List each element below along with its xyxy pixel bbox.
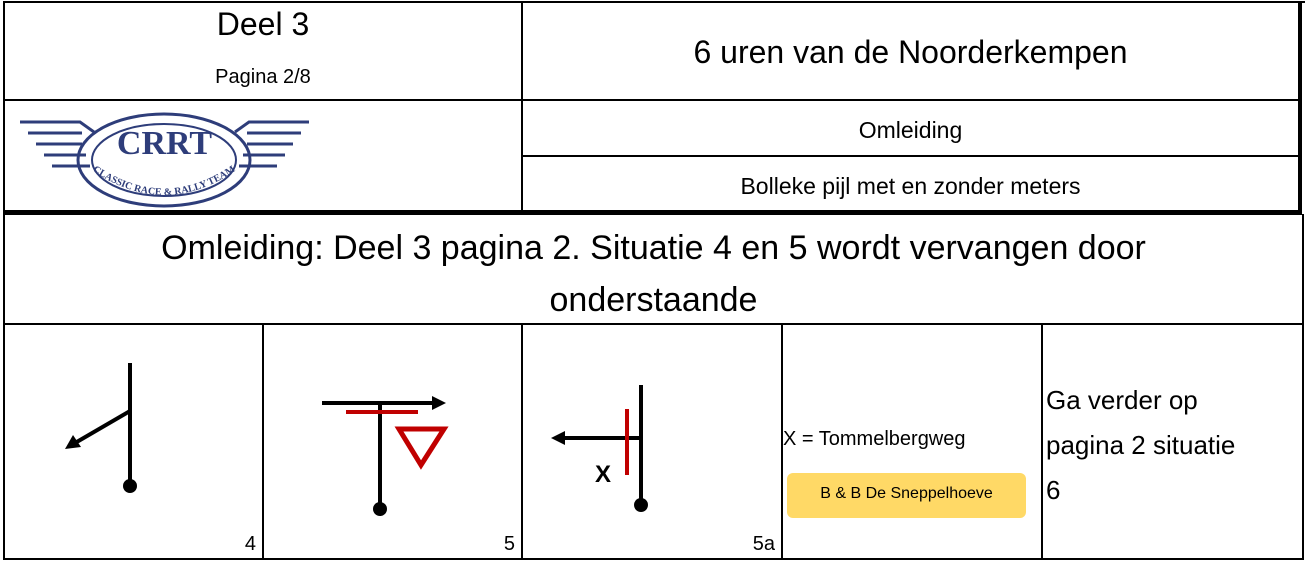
notice-bottom (3, 323, 1304, 325)
situation-4-cell: 4 (5, 325, 262, 558)
event-title: 6 uren van de Noorderkempen (693, 34, 1128, 70)
situation-number: 4 (244, 533, 256, 555)
left-border (3, 1, 5, 560)
continue-line-3: 6 (1046, 475, 1061, 505)
situation-number: 5a (752, 533, 775, 555)
crrt-logo: CLASSIC RACE & RALLY TEAM CRRT (12, 104, 317, 208)
header-bottom-thick (3, 210, 1302, 215)
col-div-4 (1041, 323, 1043, 560)
situation-number: 5 (503, 533, 515, 555)
col-div-1 (262, 323, 264, 560)
logo-ring-text: CLASSIC RACE & RALLY TEAM (91, 164, 238, 198)
street-info: X = Tommelbergweg (783, 428, 966, 450)
situation-5-diagram (322, 396, 449, 516)
continue-line-2: pagina 2 situatie (1046, 430, 1236, 460)
continue-cell: Ga verder op pagina 2 situatie 6 (1043, 325, 1302, 558)
svg-text:CLASSIC RACE & RALLY TEAM: CLASSIC RACE & RALLY TEAM (91, 164, 238, 198)
pagina-label: Pagina 2/8 (215, 66, 311, 88)
crrt-logo-graphic: CLASSIC RACE & RALLY TEAM (20, 112, 309, 208)
omleiding-label: Omleiding (858, 117, 963, 143)
situation-5-cell: 5 (264, 325, 521, 558)
right-mid-line (521, 155, 1301, 157)
notice-line-1: Omleiding: Deel 3 pagina 2. Situatie 4 e… (161, 229, 1146, 267)
continue-line-1: Ga verder op (1046, 385, 1198, 415)
notice-line-2: onderstaande (549, 281, 758, 319)
situation-5a-diagram (551, 385, 648, 512)
bottom-border (3, 558, 1304, 560)
section-subtitle: Bolleke pijl met en zonder meters (740, 173, 1081, 199)
row1-bottom (3, 99, 1301, 101)
right-border-thick (1298, 1, 1302, 215)
col-div-3 (781, 323, 783, 560)
header-divider (521, 1, 523, 214)
situation-4-diagram (65, 363, 137, 493)
crossing-marker: X (595, 461, 612, 488)
info-cell: X = Tommelbergweg B & B De Sneppelhoeve (783, 325, 1041, 558)
deel-title: Deel 3 (216, 6, 310, 42)
top-border (3, 1, 1305, 3)
logo-main-text: CRRT (116, 125, 213, 162)
right-border (1302, 214, 1304, 560)
location-badge-text: B & B De Sneppelhoeve (820, 485, 993, 502)
col-div-2 (521, 323, 523, 560)
situation-5a-cell: X 5a (523, 325, 781, 558)
location-badge: B & B De Sneppelhoeve (787, 473, 1026, 518)
